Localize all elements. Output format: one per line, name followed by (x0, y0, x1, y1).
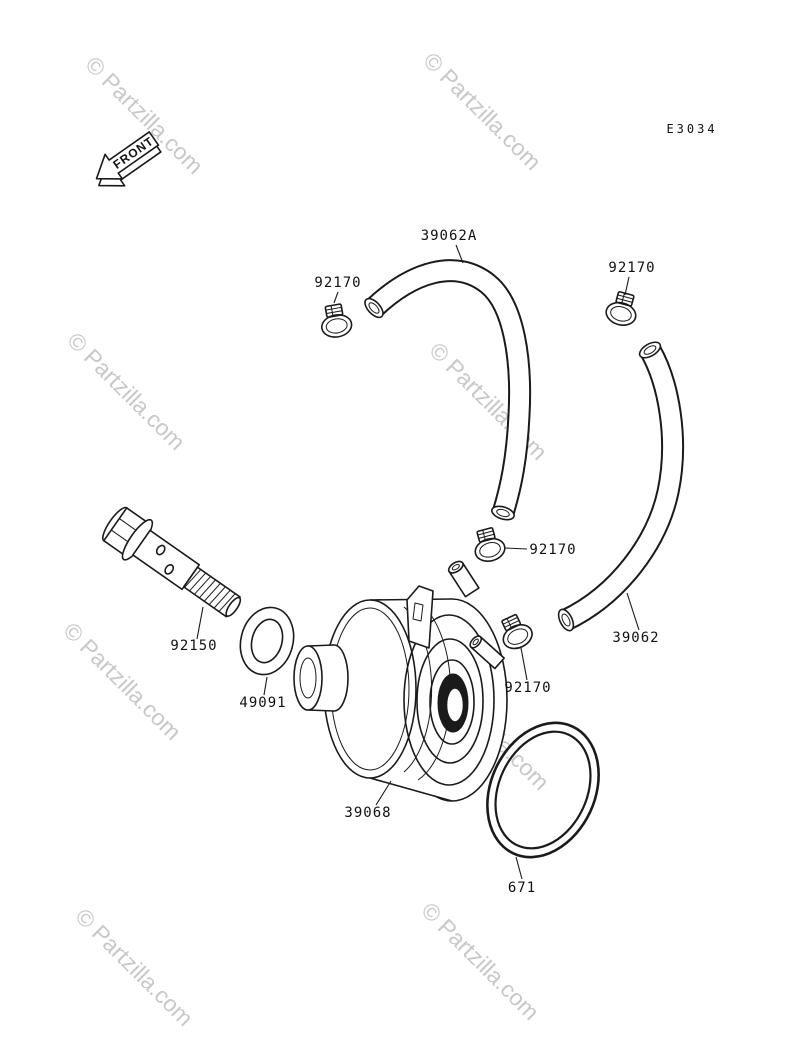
banjo-bolt (101, 506, 242, 618)
part-label-92150: 92150 (170, 638, 217, 654)
cooler-pipe-upper (447, 560, 480, 598)
watermark: © Partzilla.com (418, 47, 546, 175)
hose-clamp-top-right (602, 288, 642, 330)
front-arrow-icon (95, 131, 160, 180)
front-direction-arrow: FRONT (95, 131, 162, 187)
watermark: © Partzilla.com (58, 617, 186, 745)
watermark: © Partzilla.com (62, 327, 190, 455)
part-label-39062A: 39062A (421, 228, 478, 244)
hose-clamp-top-left (317, 301, 355, 341)
part-label-92170-middle: 92170 (529, 542, 576, 558)
part-labels: 39062A 92170 92170 92170 92170 92150 490… (170, 228, 659, 896)
part-label-671: 671 (508, 880, 536, 896)
watermark: © Partzilla.com (70, 903, 198, 1031)
bolt-oil-hole (155, 544, 166, 556)
part-label-39068: 39068 (344, 805, 391, 821)
watermark: © Partzilla.com (416, 897, 544, 1025)
diagram-code: E3034 (666, 122, 717, 136)
part-label-49091: 49091 (239, 695, 286, 711)
o-ring-small (239, 606, 295, 676)
cooler-bracket (406, 585, 434, 649)
hose-clamp-bottom (494, 610, 537, 654)
hose-upper (364, 259, 532, 521)
hose-right (557, 341, 685, 632)
oil-cooler (293, 560, 508, 802)
cooler-pipe-right (469, 635, 505, 670)
part-label-39062: 39062 (612, 630, 659, 646)
part-label-92170-top-left: 92170 (314, 275, 361, 291)
o-ring-large (486, 721, 600, 859)
cooler-hub (293, 645, 323, 711)
bolt-oil-hole (164, 563, 175, 575)
hose-clamp-middle (469, 524, 509, 566)
leader-lines (196, 244, 640, 880)
part-label-92170-top-right: 92170 (608, 260, 655, 276)
part-label-92170-bottom: 92170 (504, 680, 551, 696)
watermark: © Partzilla.com (424, 337, 552, 465)
